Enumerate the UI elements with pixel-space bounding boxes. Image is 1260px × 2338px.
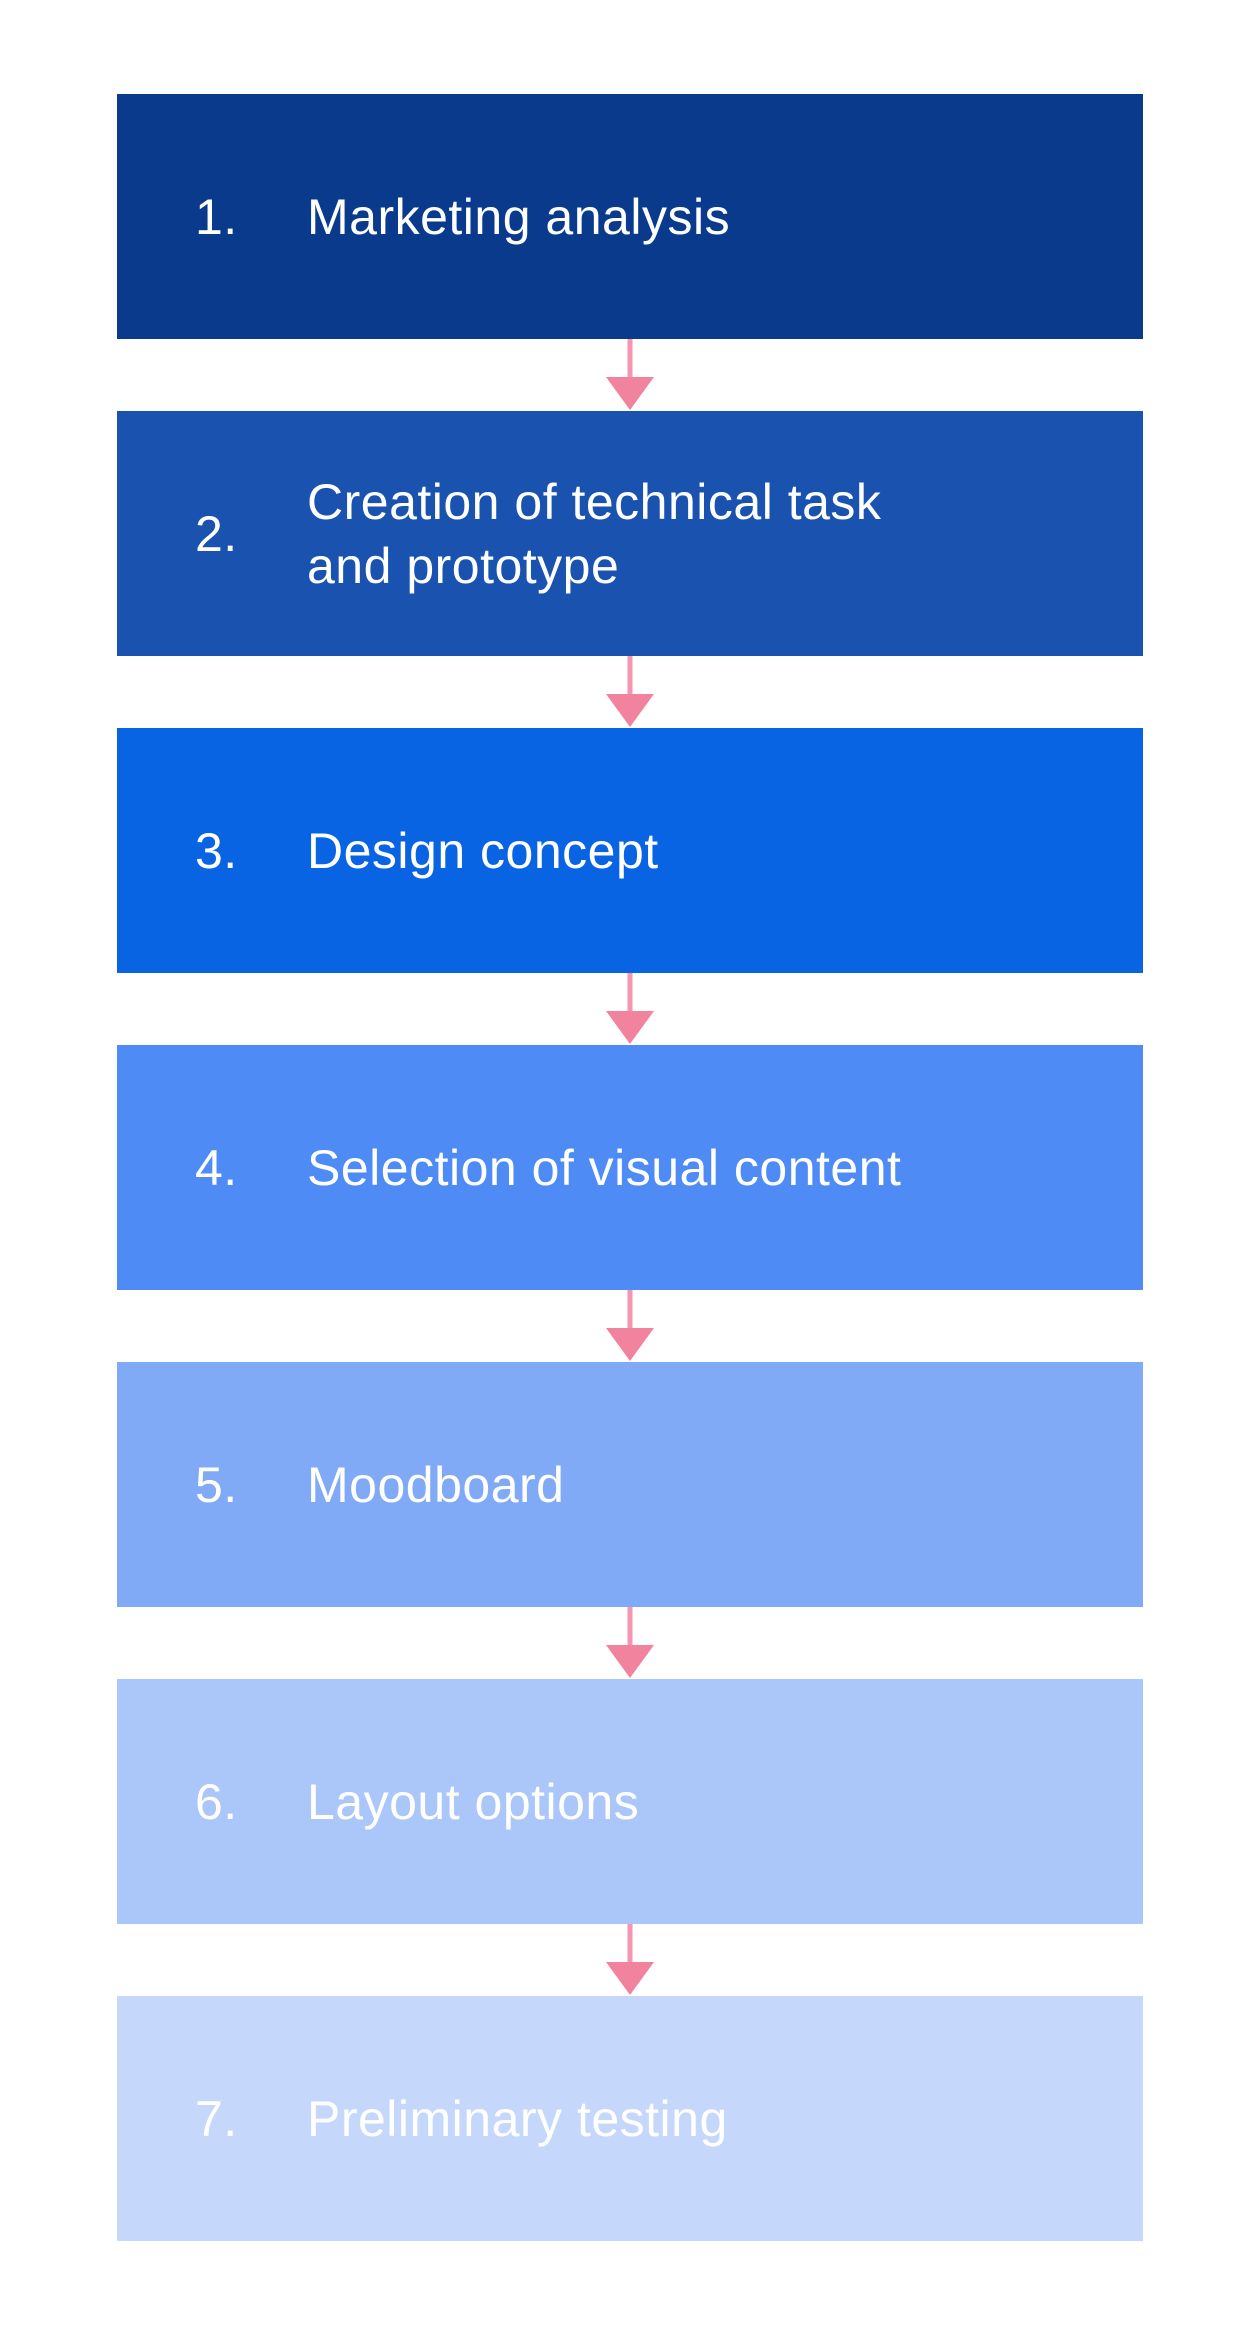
step-box-2: 2. Creation of technical task and protot… [117,411,1143,656]
step-box-6: 6. Layout options [117,1679,1143,1924]
step-box-5: 5. Moodboard [117,1362,1143,1607]
step-number: 3. [195,822,238,879]
step-label: Layout options [307,1773,640,1830]
arrow-down-icon [117,656,1143,728]
step-number: 1. [195,188,238,245]
arrow-down-icon [117,1290,1143,1362]
step-label: Selection of visual content [307,1139,902,1196]
step-label: Design concept [307,822,659,879]
step-box-7: 7. Preliminary testing [117,1996,1143,2241]
step-label: Moodboard [307,1456,565,1513]
step-label: Marketing analysis [307,188,731,245]
step-label: Preliminary testing [307,2090,728,2147]
step-label: Creation of technical task and prototype [307,473,882,594]
step-box-4: 4. Selection of visual content [117,1045,1143,1290]
arrow-down-icon [117,339,1143,411]
process-flowchart: 1. Marketing analysis 2. Creation of tec… [117,94,1143,2241]
arrow-down-icon [117,973,1143,1045]
arrow-down-icon [117,1607,1143,1679]
step-number: 2. [195,505,238,562]
step-number: 6. [195,1773,238,1830]
step-box-3: 3. Design concept [117,728,1143,973]
step-number: 7. [195,2090,238,2147]
step-box-1: 1. Marketing analysis [117,94,1143,339]
arrow-down-icon [117,1924,1143,1996]
step-number: 5. [195,1456,238,1513]
step-number: 4. [195,1139,238,1196]
